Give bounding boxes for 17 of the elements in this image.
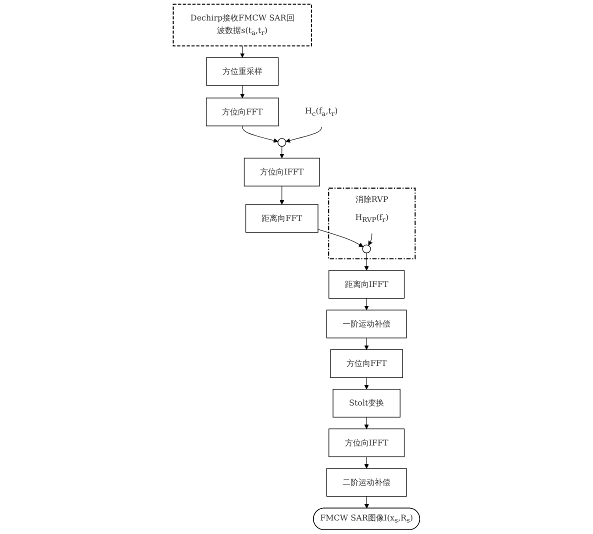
arrow xyxy=(240,85,245,98)
node-circle xyxy=(278,138,286,147)
arrow xyxy=(364,416,369,430)
arrow xyxy=(286,126,322,143)
arrow xyxy=(364,298,369,310)
arrow xyxy=(280,146,284,158)
arrow xyxy=(242,126,278,143)
arrow xyxy=(364,377,369,390)
arrow xyxy=(368,232,373,246)
arrow xyxy=(240,46,245,58)
arrow xyxy=(364,252,369,271)
arrow xyxy=(364,338,369,350)
arrow xyxy=(280,186,284,205)
node-circle xyxy=(362,244,371,254)
arrow xyxy=(364,496,369,509)
arrow xyxy=(364,456,369,469)
arrow xyxy=(318,229,364,248)
